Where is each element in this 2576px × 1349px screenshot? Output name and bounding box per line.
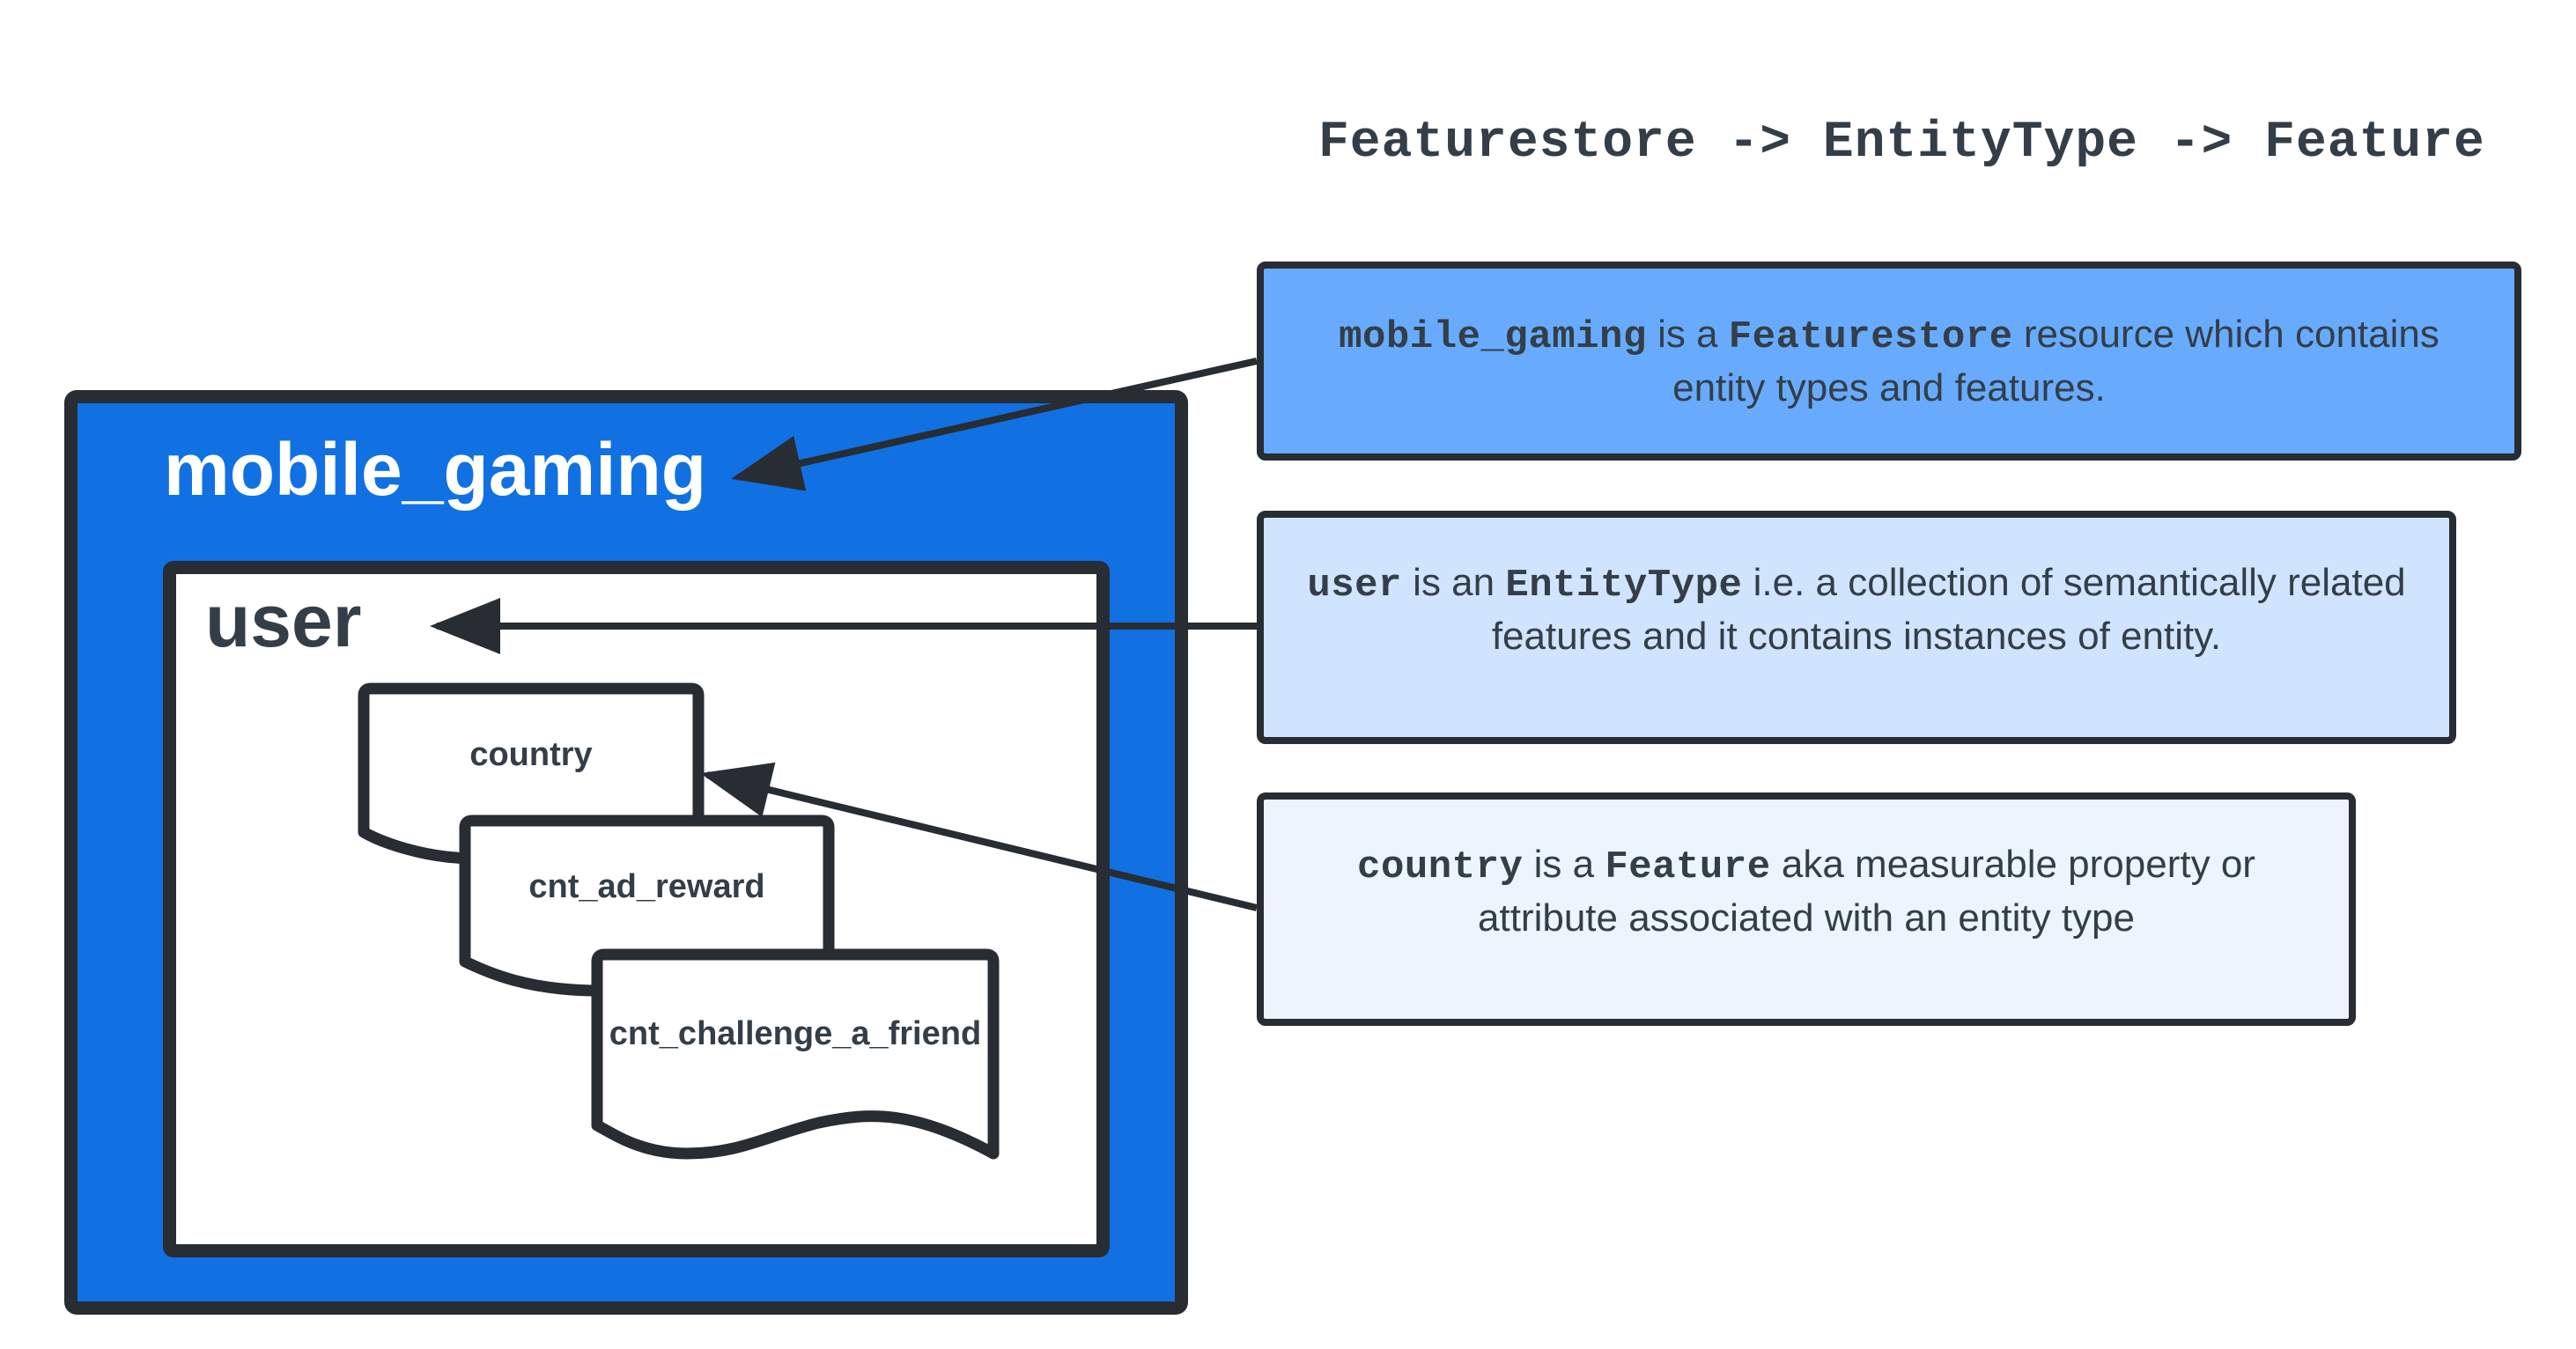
featurestore-label: mobile_gaming: [164, 428, 707, 511]
callout-featurestore-description: resource which contains entity types and…: [1672, 312, 2439, 409]
callout-feature-description: aka measurable property or attribute ass…: [1478, 843, 2255, 940]
callout-entity-type-text: user is an EntityType i.e. a collection …: [1299, 557, 2414, 662]
callout-featurestore-term: mobile_gaming: [1339, 314, 1647, 359]
callout-feature-text: country is a Feature aka measurable prop…: [1299, 839, 2314, 944]
entity-type-label: user: [205, 579, 362, 662]
callout-entity-type-connector: is an: [1401, 561, 1506, 604]
callout-entity-type-description: i.e. a collection of semantically relate…: [1491, 561, 2406, 658]
feature-label-country: country: [469, 736, 593, 773]
callout-entity-type: user is an EntityType i.e. a collection …: [1257, 511, 2456, 744]
callout-entity-type-term: user: [1307, 564, 1402, 608]
callout-featurestore-connector: is a: [1646, 312, 1729, 356]
callout-feature-connector: is a: [1523, 843, 1605, 886]
callout-feature: country is a Feature aka measurable prop…: [1257, 792, 2356, 1026]
callout-feature-kind: Feature: [1605, 845, 1771, 889]
callout-entity-type-kind: EntityType: [1505, 564, 1743, 608]
callout-featurestore-kind: Featurestore: [1728, 314, 2013, 359]
callout-feature-term: country: [1357, 845, 1524, 889]
diagram-title: Featurestore -> EntityType -> Feature: [1318, 114, 2485, 172]
entity-type-box: [163, 561, 1110, 1257]
feature-label-cnt-challenge-a-friend: cnt_challenge_a_friend: [609, 1015, 982, 1052]
callout-featurestore: mobile_gaming is a Featurestore resource…: [1257, 262, 2521, 461]
feature-label-cnt-ad-reward: cnt_ad_reward: [528, 868, 765, 905]
callout-featurestore-text: mobile_gaming is a Featurestore resource…: [1299, 309, 2479, 414]
